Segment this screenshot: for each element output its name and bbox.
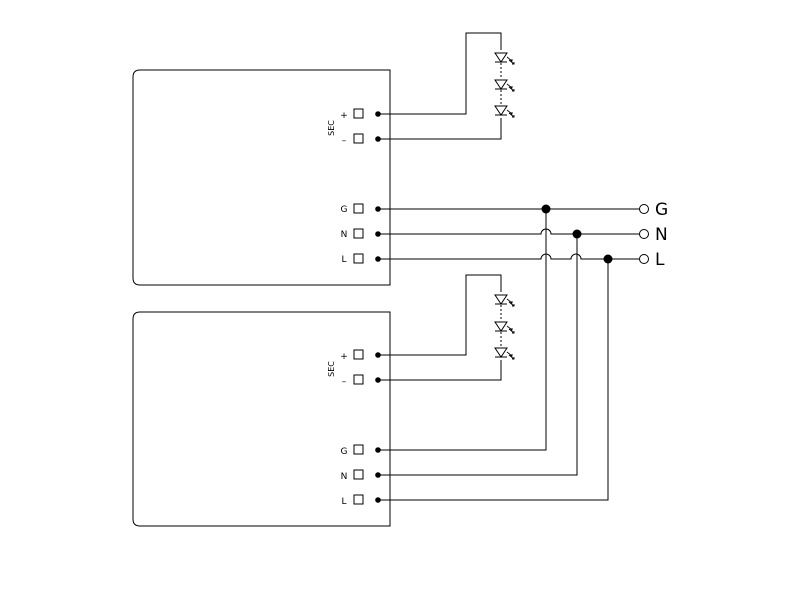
plus-label-bottom: + bbox=[340, 352, 348, 362]
rail-l-wire bbox=[378, 253, 639, 260]
sec-label-bottom: SEC bbox=[327, 361, 336, 377]
junction-g bbox=[541, 204, 551, 214]
terminal-minus-bottom bbox=[353, 374, 364, 385]
minus-label-bottom: – bbox=[342, 377, 347, 387]
plus-label-top: + bbox=[340, 111, 348, 121]
drop-g-wire bbox=[378, 209, 547, 451]
led-wire-plus-bottom bbox=[378, 274, 502, 356]
led-wire-plus-top bbox=[378, 32, 502, 115]
rail-label-g: G bbox=[655, 200, 668, 220]
led-icon bbox=[494, 79, 515, 92]
n-label-bottom: N bbox=[341, 472, 348, 482]
terminal-n-top bbox=[353, 228, 364, 239]
terminal-l-bottom bbox=[353, 494, 364, 505]
l-label-bottom: L bbox=[341, 497, 346, 507]
terminal-g-bottom bbox=[353, 444, 364, 455]
led-icon bbox=[494, 321, 515, 334]
l-label-top: L bbox=[341, 255, 346, 265]
junction-l bbox=[603, 254, 613, 264]
rail-terminal-g bbox=[639, 204, 649, 214]
terminal-plus-bottom bbox=[353, 349, 364, 360]
terminal-l-top bbox=[353, 253, 364, 264]
g-label-bottom: G bbox=[341, 447, 348, 457]
rail-label-n: N bbox=[655, 225, 668, 245]
led-wire-minus-top bbox=[378, 118, 502, 140]
led-icon bbox=[494, 294, 515, 307]
led-string-top bbox=[378, 32, 515, 140]
led-icon bbox=[494, 105, 515, 118]
drop-n-wire bbox=[378, 234, 578, 476]
junction-n bbox=[572, 229, 582, 239]
sec-label-top: SEC bbox=[327, 120, 336, 136]
driver-bottom: SEC + – G N L bbox=[132, 311, 391, 527]
led-icon bbox=[494, 52, 515, 65]
minus-label-top: – bbox=[342, 136, 347, 146]
driver-bottom-housing bbox=[132, 311, 391, 527]
driver-top: SEC + – G N L bbox=[132, 69, 391, 286]
drop-l-wire bbox=[378, 259, 609, 501]
terminal-g-top bbox=[353, 203, 364, 214]
mains-rails: G N L bbox=[378, 200, 668, 501]
g-label-top: G bbox=[341, 205, 348, 215]
n-label-top: N bbox=[341, 230, 348, 240]
terminal-plus-top bbox=[353, 108, 364, 119]
rail-terminal-n bbox=[639, 229, 649, 239]
led-icon bbox=[494, 347, 515, 360]
rail-label-l: L bbox=[655, 250, 665, 270]
led-string-bottom bbox=[378, 274, 515, 381]
driver-top-housing bbox=[132, 69, 391, 286]
rail-n-wire bbox=[378, 228, 639, 235]
led-wire-minus-bottom bbox=[378, 360, 502, 381]
terminal-minus-top bbox=[353, 133, 364, 144]
terminal-n-bottom bbox=[353, 469, 364, 480]
rail-terminal-l bbox=[639, 254, 649, 264]
